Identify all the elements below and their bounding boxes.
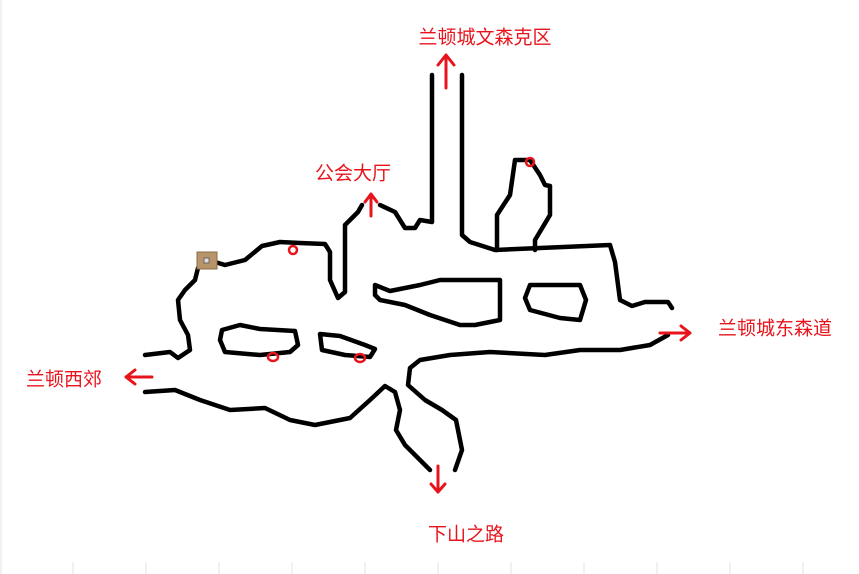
treasure-chest-icon[interactable] [196, 251, 218, 270]
island-west [217, 322, 301, 358]
wall-northwest [142, 202, 365, 361]
exit-label-north[interactable]: 兰顿城文森克区 [418, 26, 552, 49]
red-spot-marker [287, 244, 299, 256]
wall-guild-right [377, 72, 435, 231]
exit-arrows [124, 53, 692, 494]
arrow-down-icon [429, 464, 447, 494]
exit-label-guild-hall[interactable]: 公会大厅 [314, 162, 392, 185]
wall-north-corridor-right [459, 72, 675, 311]
exit-label-south[interactable]: 下山之路 [427, 523, 505, 546]
island-east [522, 282, 589, 323]
exit-label-west[interactable]: 兰顿西郊 [25, 368, 103, 391]
red-spot-marker [353, 352, 367, 364]
arrow-up-icon [436, 53, 456, 90]
red-spot-marker [524, 156, 536, 168]
sheet-gridlines [0, 0, 804, 574]
red-spot-marker [266, 351, 280, 363]
exit-label-east[interactable]: 兰顿城东森道 [717, 317, 833, 340]
wall-northeast-room [494, 157, 553, 253]
wall-southwest [142, 383, 433, 473]
red-spots [266, 156, 536, 364]
wall-east-lower [405, 332, 671, 473]
arrow-up-icon [363, 192, 379, 218]
cave-walls [142, 72, 675, 473]
island-center [372, 277, 503, 328]
arrow-right-icon [658, 324, 692, 342]
island-middle [317, 331, 378, 360]
arrow-left-icon [124, 368, 154, 386]
